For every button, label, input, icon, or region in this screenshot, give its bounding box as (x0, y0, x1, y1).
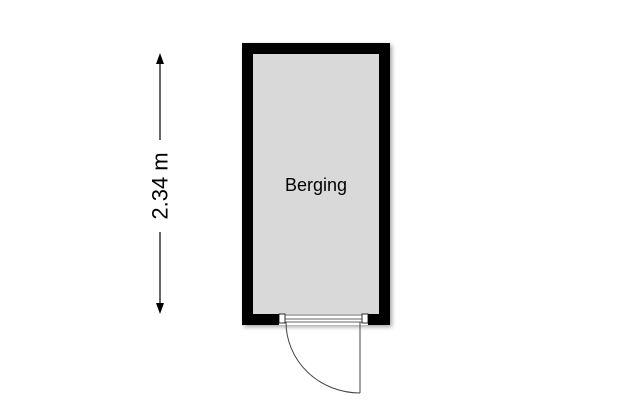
door-opening (279, 314, 368, 325)
dimension-label: 2.34 m (148, 152, 173, 219)
arrow-up-icon (156, 53, 164, 64)
dimension-line: 2.34 m (148, 53, 173, 314)
room-berging: Berging (242, 43, 390, 394)
door-swing (285, 321, 361, 394)
room-label: Berging (285, 175, 347, 195)
arrow-down-icon (156, 303, 164, 314)
room-floor (253, 54, 379, 314)
